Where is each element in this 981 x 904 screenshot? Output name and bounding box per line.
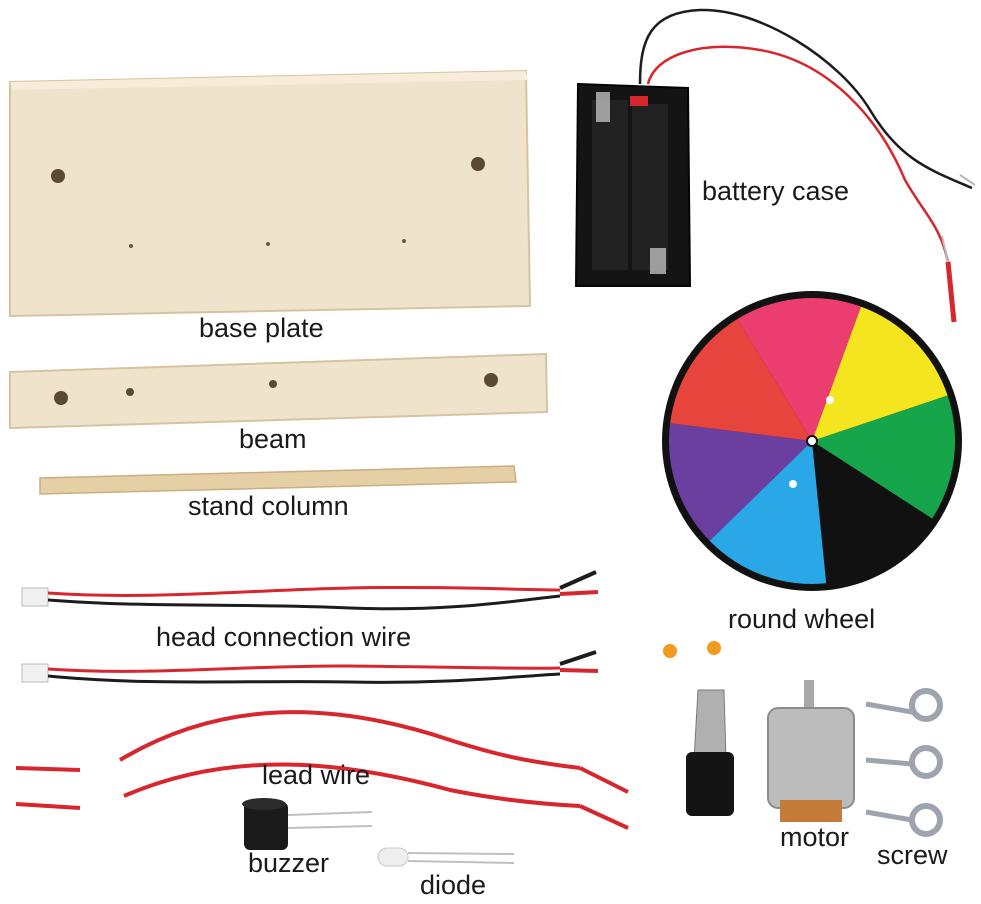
label-head-connection-wire: head connection wire [156,622,412,652]
label-beam: beam [239,424,307,454]
head-connection-wire [21,570,599,684]
motor [767,680,855,822]
round-wheel [662,291,962,591]
wheel-segment [812,441,933,584]
label-screw: screw [877,840,948,870]
label-battery-case: battery case [702,176,850,206]
label-diode: diode [420,870,487,900]
wheel-segment [668,423,812,541]
label-lead-wire: lead wire [262,760,371,790]
diode [377,847,515,867]
label-round-wheel: round wheel [728,604,876,634]
alligator-clip [686,689,734,816]
label-base-plate: base plate [199,313,324,343]
wheel-segment [670,319,812,441]
wheel-hub [806,435,818,447]
base-plate [9,69,532,318]
label-motor: motor [780,822,850,852]
orange-washers [663,641,721,658]
stand-column [39,465,517,495]
wheel-segment [812,395,956,519]
wheel-segment [737,297,861,441]
wheel-hole [789,480,797,488]
screw [865,688,943,837]
battery-case [574,8,976,323]
beam [9,352,549,430]
label-buzzer: buzzer [248,848,330,878]
wheel-hole [826,396,834,404]
lead-wire [15,710,629,830]
wheel-segment [812,306,948,441]
wheel-segment [709,441,827,585]
label-stand-column: stand column [188,491,349,521]
buzzer [242,798,373,850]
